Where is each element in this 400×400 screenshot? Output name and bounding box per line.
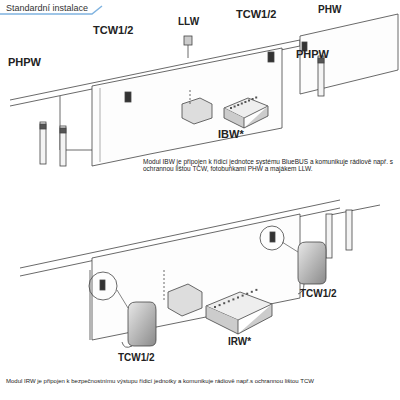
sensor-label: TCW1/2 (93, 24, 133, 37)
terminal-pin (248, 100, 250, 102)
terminal-pin (255, 289, 257, 291)
photocell-label: PHPW (296, 48, 329, 61)
photocell-label: PHPW (8, 56, 41, 69)
tcw-device (268, 52, 274, 62)
terminal-pin (230, 107, 232, 109)
sensor-label: TCW1/2 (300, 288, 337, 300)
terminal-pin (244, 101, 246, 103)
gate-panel (92, 214, 300, 340)
sensor-label: TCW1/2 (236, 8, 276, 21)
tcw-device (122, 302, 156, 347)
section-tab: Standardní instalace (4, 2, 94, 15)
terminal-pin (237, 297, 239, 299)
terminal-pin (242, 295, 244, 297)
detail-circle (89, 272, 117, 300)
terminal-pin (228, 300, 230, 302)
motor (164, 270, 202, 316)
module-label: IRW* (228, 336, 251, 348)
terminal-pin (219, 304, 221, 306)
bottom-wall (20, 200, 380, 340)
detail-circle (260, 226, 284, 250)
terminal-pin (251, 291, 253, 293)
terminal-pin (237, 104, 239, 106)
photocell-posts (40, 56, 324, 166)
caption-text: Modul IBW je připojen k řídicí jednotce … (143, 158, 393, 173)
motor (182, 90, 212, 124)
terminal-pin (234, 106, 236, 108)
caption-text: Modul IRW je připojen k bezpečnostnímu v… (6, 378, 396, 385)
terminal-pin (223, 302, 225, 304)
lamp-label: LLW (178, 16, 199, 28)
terminal-pin (252, 98, 254, 100)
photocell-label: PHW (318, 4, 341, 16)
ibw-module (224, 97, 268, 129)
terminal-pin (241, 103, 243, 105)
terminal-pin (214, 306, 216, 308)
tcw-device (125, 92, 131, 102)
tcw-device (298, 242, 326, 294)
gate-panel (92, 48, 282, 166)
module-label: IBW* (218, 128, 244, 141)
sensor-label: TCW1/2 (118, 352, 155, 364)
post (326, 210, 352, 258)
terminal-pin (255, 97, 257, 99)
terminal-pin (232, 298, 234, 300)
terminal-pin (246, 293, 248, 295)
llw-lamp (184, 36, 192, 58)
irw-module (206, 289, 272, 334)
